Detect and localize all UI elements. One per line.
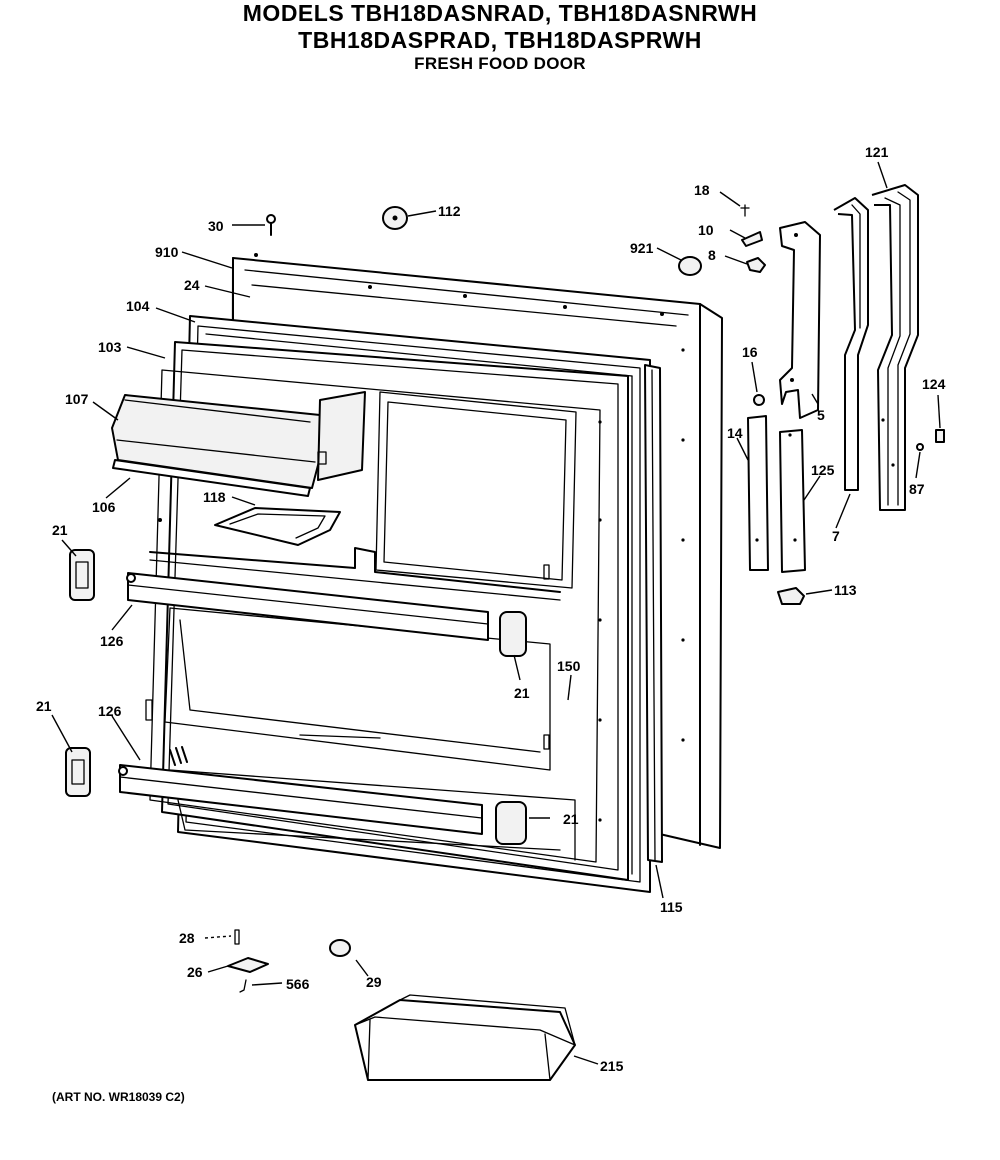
callout-118: 118 (203, 489, 226, 505)
callout-10: 10 (698, 222, 714, 238)
small-hardware-bottom (227, 929, 351, 993)
callout-921: 921 (630, 240, 654, 256)
handle-trim-pieces (747, 394, 806, 573)
callout-28: 28 (179, 930, 195, 946)
callout-126-upper: 126 (100, 633, 124, 649)
callout-566: 566 (286, 976, 310, 992)
callout-106: 106 (92, 499, 116, 515)
hinge-bracket (779, 221, 821, 419)
callout-26: 26 (187, 964, 203, 980)
callout-87: 87 (909, 481, 925, 497)
callout-104: 104 (126, 298, 150, 314)
callout-150: 150 (557, 658, 581, 674)
callout-8: 8 (708, 247, 716, 263)
callout-14: 14 (727, 425, 743, 441)
callout-24: 24 (184, 277, 200, 293)
diagram-subtitle: FRESH FOOD DOOR (414, 54, 586, 73)
diagram-title-models-line-1: MODELS TBH18DASNRAD, TBH18DASNRWH (242, 0, 758, 26)
callout-121: 121 (865, 144, 889, 160)
callout-7: 7 (832, 528, 840, 544)
callout-5: 5 (817, 407, 825, 423)
callout-115: 115 (660, 899, 683, 915)
callout-215: 215 (600, 1058, 624, 1074)
callout-126-lower: 126 (98, 703, 122, 719)
callout-112: 112 (438, 203, 461, 219)
egg-tray (214, 507, 341, 546)
diagram-title-models-line-2: TBH18DASPRAD, TBH18DASPRWH (298, 27, 702, 53)
callout-910: 910 (155, 244, 179, 260)
callout-21-lower-left: 21 (36, 698, 52, 714)
door-handles (833, 184, 945, 511)
callout-labels: 30 112 910 24 104 103 107 106 118 21 126… (36, 144, 946, 1074)
callout-18: 18 (694, 182, 710, 198)
small-hardware-top (266, 204, 766, 276)
leader-lines (51, 161, 941, 1065)
small-hardware-113 (777, 587, 805, 605)
rail-end-caps (65, 549, 527, 845)
callout-113: 113 (834, 582, 857, 598)
callout-103: 103 (98, 339, 122, 355)
art-number: (ART NO. WR18039 C2) (52, 1090, 185, 1104)
upper-shelf-rail (126, 572, 489, 641)
callout-21-upper-right: 21 (514, 685, 530, 701)
callout-16: 16 (742, 344, 758, 360)
dairy-compartment-door (111, 391, 366, 497)
callout-29: 29 (366, 974, 382, 990)
callout-21-lower-right: 21 (563, 811, 579, 827)
lower-shelf-rail (118, 764, 483, 835)
callout-30: 30 (208, 218, 224, 234)
callout-124: 124 (922, 376, 946, 392)
callout-125: 125 (811, 462, 835, 478)
seal-strip (644, 364, 663, 863)
door-bin (354, 994, 576, 1081)
callout-21-upper-left: 21 (52, 522, 68, 538)
callout-107: 107 (65, 391, 89, 407)
